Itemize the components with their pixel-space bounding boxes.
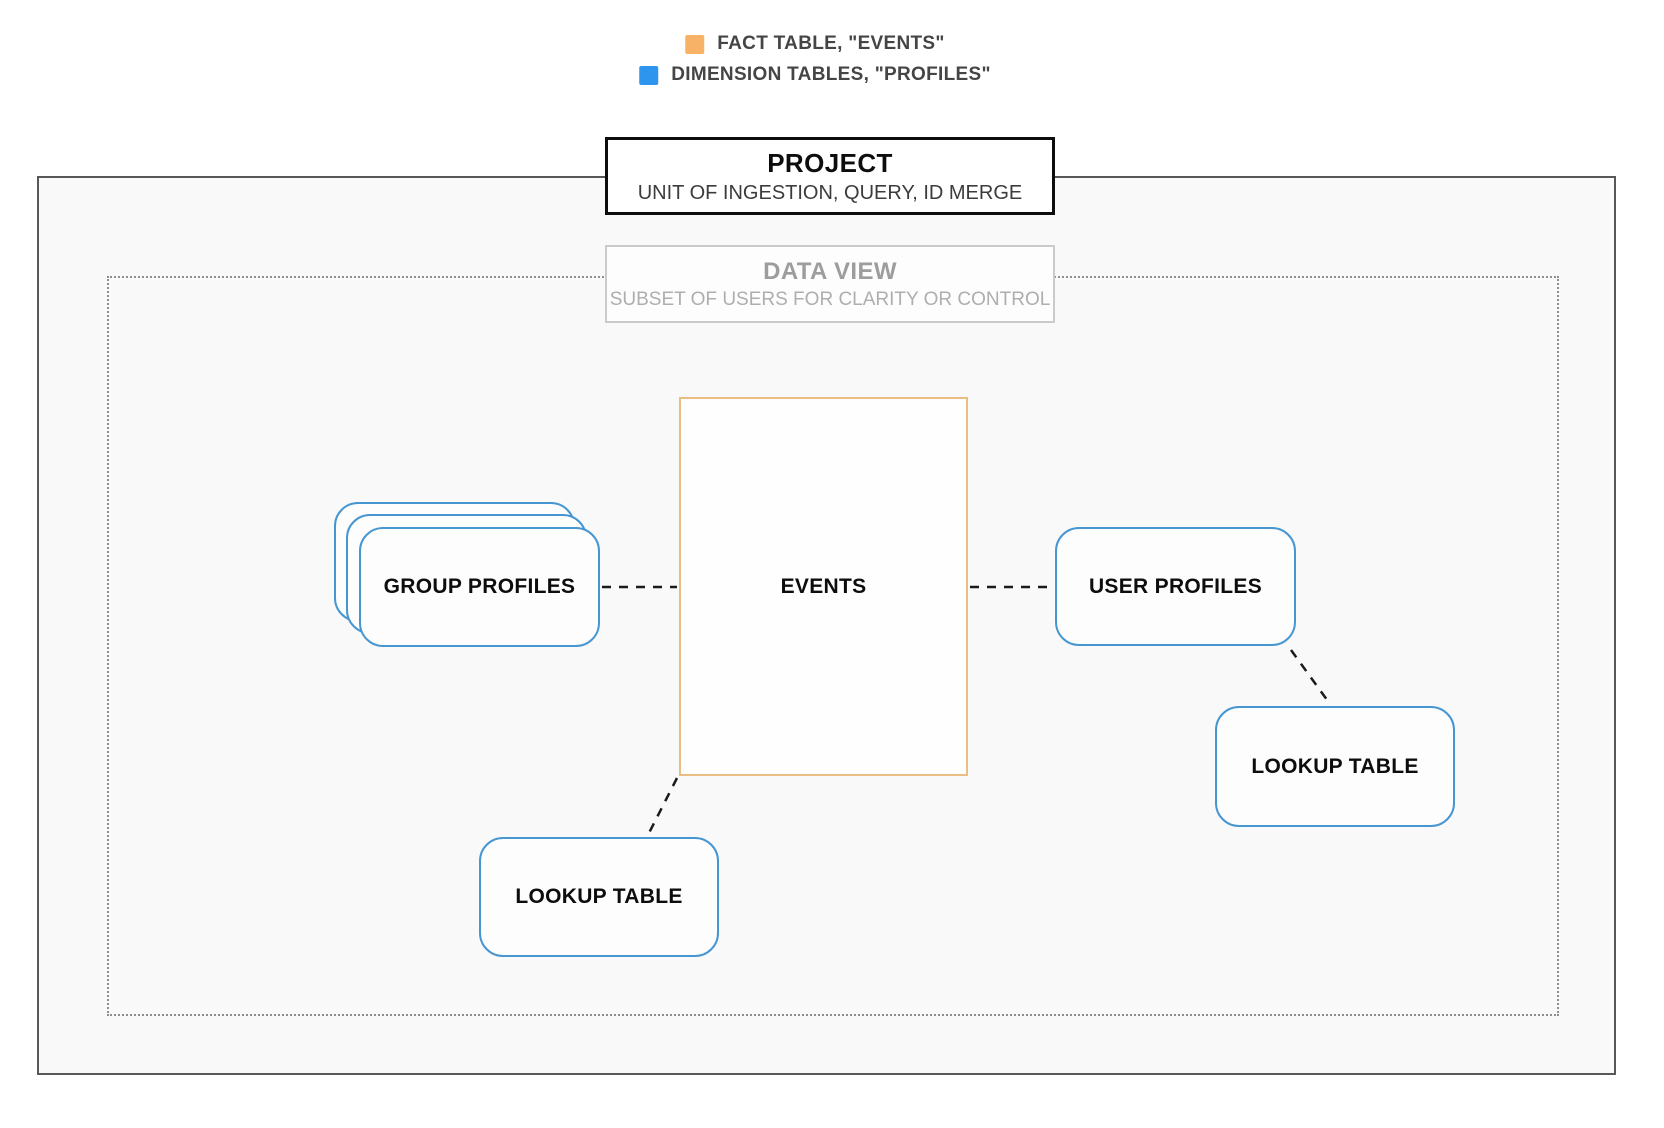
project-header-box: PROJECT UNIT OF INGESTION, QUERY, ID MER… xyxy=(605,137,1055,215)
node-lookup-table-right: LOOKUP TABLE xyxy=(1215,706,1455,827)
legend-item-fact-table: FACT TABLE, "EVENTS" xyxy=(685,33,944,55)
connector-user-profiles-lookup-table xyxy=(1289,649,1332,705)
node-events-label: EVENTS xyxy=(780,574,867,598)
dimension-tables-color-swatch xyxy=(639,65,659,85)
node-lookup-table-right-label: LOOKUP TABLE xyxy=(1251,754,1419,778)
node-user-profiles: USER PROFILES xyxy=(1055,527,1296,646)
node-group-profiles-label: GROUP PROFILES xyxy=(383,575,576,598)
legend-label-fact-table: FACT TABLE, "EVENTS" xyxy=(717,33,945,54)
project-title: PROJECT xyxy=(767,147,893,178)
data-view-title: DATA VIEW xyxy=(763,257,897,285)
node-events: EVENTS xyxy=(679,397,968,776)
legend-item-dimension-tables: DIMENSION TABLES, "PROFILES" xyxy=(639,64,991,86)
node-group-profiles: GROUP PROFILES xyxy=(359,527,600,647)
node-lookup-table-bottom-label: LOOKUP TABLE xyxy=(515,885,683,908)
node-lookup-table-bottom: LOOKUP TABLE xyxy=(479,837,719,957)
connector-events-lookup-table xyxy=(646,777,679,836)
node-user-profiles-label: USER PROFILES xyxy=(1088,574,1263,598)
legend: FACT TABLE, "EVENTS" DIMENSION TABLES, "… xyxy=(639,33,991,86)
data-view-subtitle: SUBSET OF USERS FOR CLARITY OR CONTROL xyxy=(609,288,1051,310)
fact-table-color-swatch xyxy=(685,34,705,54)
data-view-header-box: DATA VIEW SUBSET OF USERS FOR CLARITY OR… xyxy=(605,245,1055,323)
legend-label-dimension-tables: DIMENSION TABLES, "PROFILES" xyxy=(671,64,991,85)
project-subtitle: UNIT OF INGESTION, QUERY, ID MERGE xyxy=(637,181,1023,204)
